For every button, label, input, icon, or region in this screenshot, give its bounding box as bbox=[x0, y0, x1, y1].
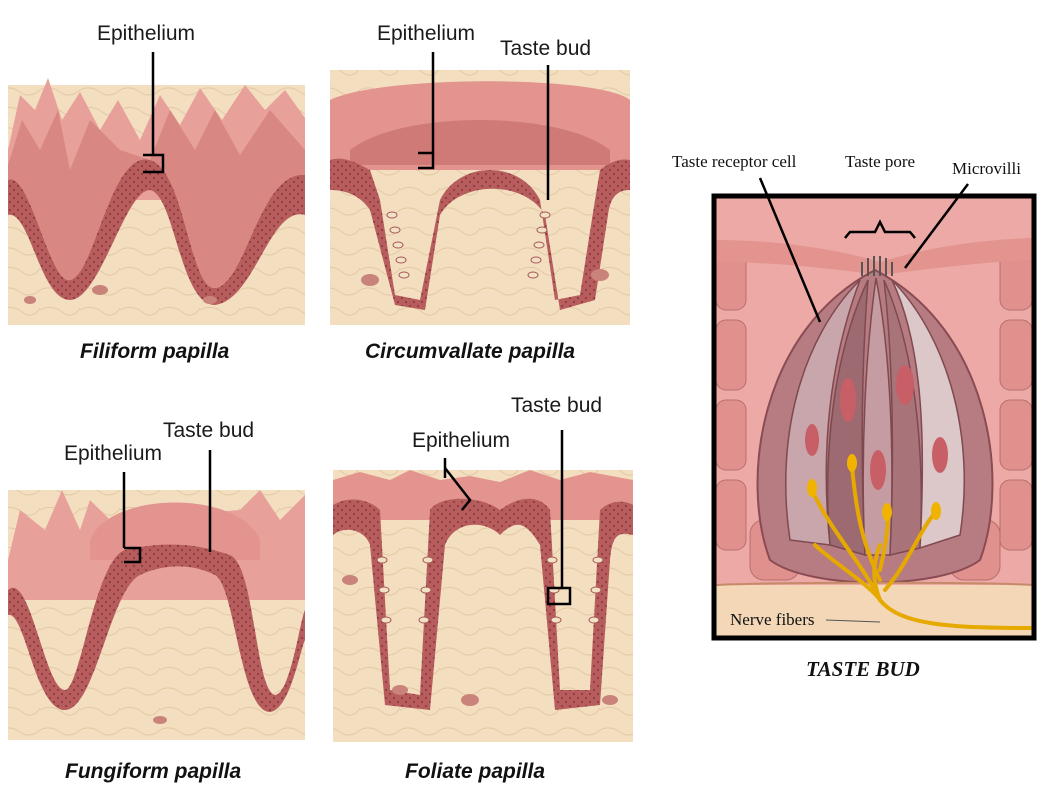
taste-bud-caption: TASTE BUD bbox=[806, 657, 920, 681]
taste-bud-panel bbox=[714, 196, 1034, 638]
circumvallate-caption: Circumvallate papilla bbox=[365, 340, 575, 363]
circumvallate-tastebud-label: Taste bud bbox=[500, 37, 591, 60]
taste-receptor-cell-label: Taste receptor cell bbox=[672, 152, 797, 171]
filiform-panel bbox=[8, 78, 305, 325]
fungiform-panel bbox=[8, 490, 305, 740]
filiform-caption: Filiform papilla bbox=[80, 340, 230, 363]
nerve-fibers-label: Nerve fibers bbox=[730, 610, 815, 629]
circumvallate-epithelium-label: Epithelium bbox=[377, 22, 475, 45]
foliate-epithelium-label: Epithelium bbox=[412, 429, 510, 452]
microvilli-label: Microvilli bbox=[952, 159, 1021, 178]
filiform-epithelium-label: Epithelium bbox=[97, 22, 195, 45]
foliate-panel bbox=[333, 470, 633, 742]
foliate-tastebud-label: Taste bud bbox=[511, 394, 602, 417]
foliate-caption: Foliate papilla bbox=[405, 760, 545, 783]
fungiform-tastebud-label: Taste bud bbox=[163, 419, 254, 442]
circumvallate-panel bbox=[330, 70, 630, 325]
fungiform-epithelium-label: Epithelium bbox=[64, 442, 162, 465]
fungiform-caption: Fungiform papilla bbox=[65, 760, 241, 783]
taste-pore-label: Taste pore bbox=[845, 152, 915, 171]
